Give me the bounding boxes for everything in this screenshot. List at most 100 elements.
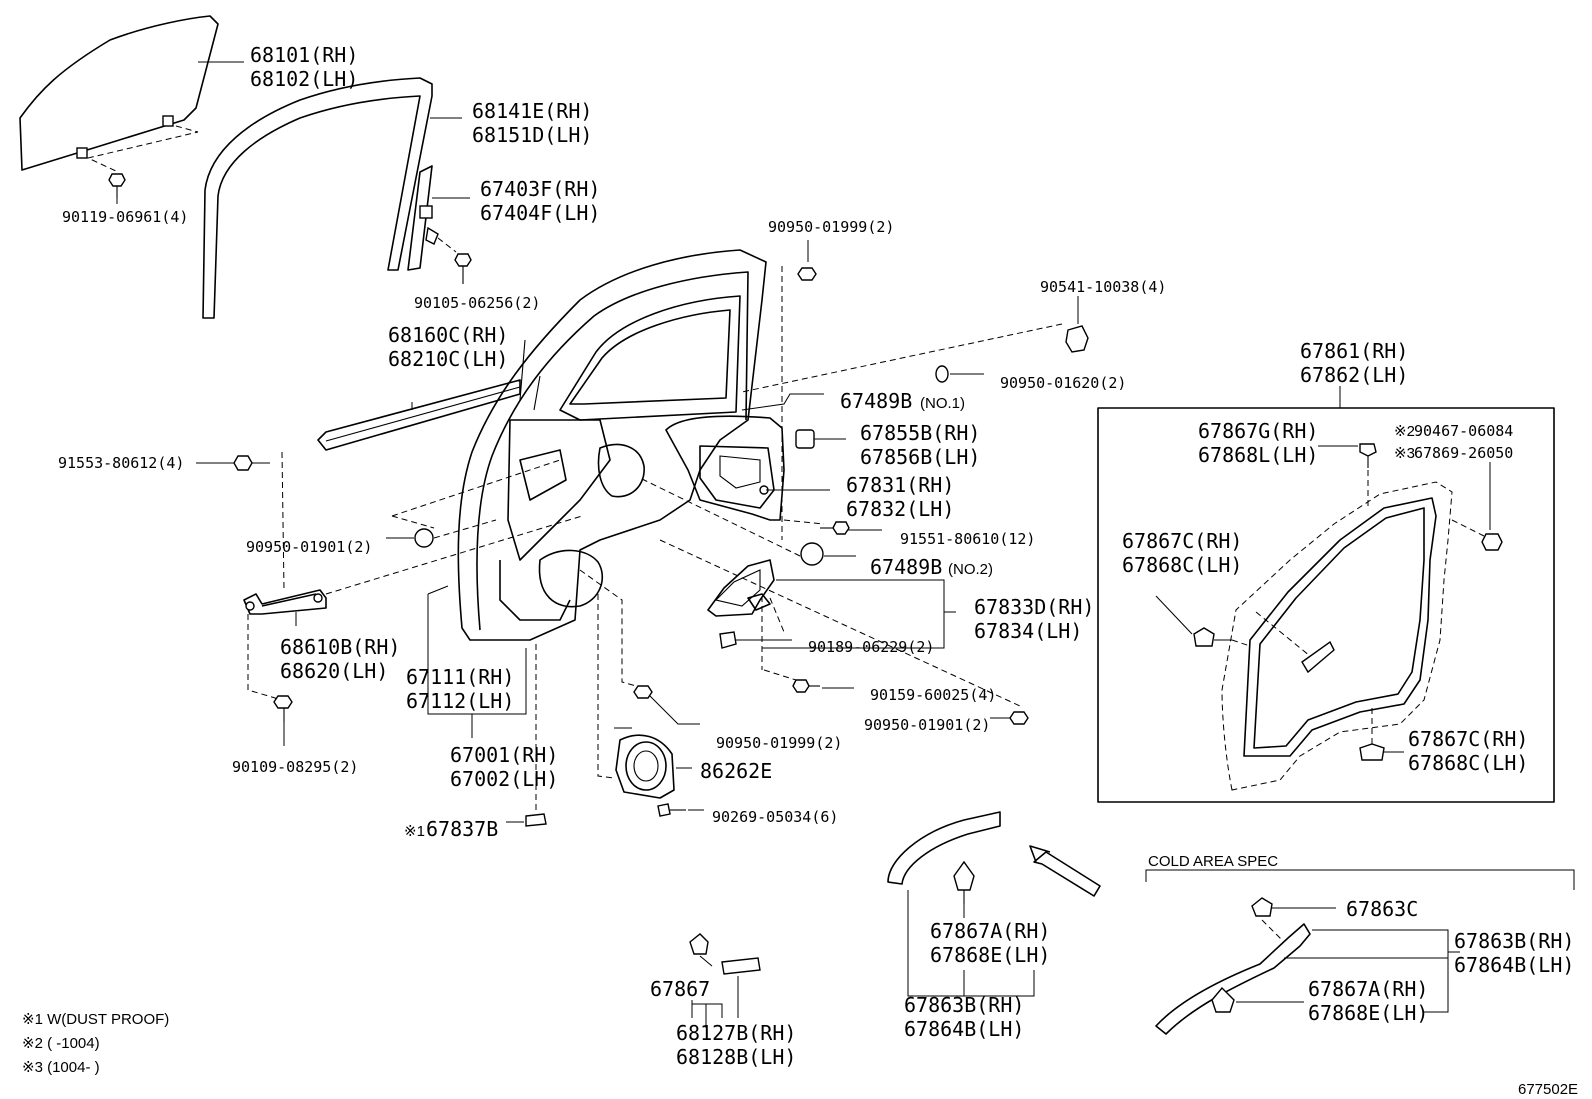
label-67869-26050: 67869-26050 xyxy=(1414,444,1513,462)
label-86262: 86262E xyxy=(700,759,772,783)
label-68127: 68127B(RH) xyxy=(676,1021,796,1045)
label-67862: 67862(LH) xyxy=(1300,363,1408,387)
grommet-90950-01901-left xyxy=(414,528,434,548)
label-90950-01901-left: 90950-01901(2) xyxy=(246,538,372,556)
label-67855: 67855B(RH) xyxy=(860,421,980,445)
label-note3-mark: ※3 xyxy=(1394,445,1415,462)
label-90950-01620: 90950-01620(2) xyxy=(1000,374,1126,392)
label-90467: 90467-06084 xyxy=(1414,422,1513,440)
label-67863b-cold: 67863B(RH) xyxy=(1454,929,1574,953)
clip-67867g xyxy=(1359,443,1377,468)
label-68620: 68620(LH) xyxy=(280,659,388,683)
clip-67867a xyxy=(953,860,975,904)
label-cold-area-spec: COLD AREA SPEC xyxy=(1148,853,1278,870)
clip-67869-26050 xyxy=(1481,533,1503,551)
label-67112: 67112(LH) xyxy=(406,689,514,713)
clip-67867 xyxy=(689,933,709,955)
label-no2: (NO.2) xyxy=(948,561,993,578)
label-67867a: 67867A(RH) xyxy=(930,919,1050,943)
cap-67837 xyxy=(525,813,547,827)
label-67868c-bottom: 67868C(LH) xyxy=(1408,751,1528,775)
label-67404: 67404F(LH) xyxy=(480,201,600,225)
label-90541: 90541-10038(4) xyxy=(1040,278,1166,296)
label-67403: 67403F(RH) xyxy=(480,177,600,201)
hole-plug-67489-no2 xyxy=(800,542,824,566)
run-channel-part xyxy=(202,77,433,319)
pad-68127 xyxy=(721,957,761,975)
label-90119: 90119-06961(4) xyxy=(62,208,188,226)
note-2: ※2 ( -1004) xyxy=(22,1035,100,1052)
bolt-91553 xyxy=(233,455,270,471)
label-68151: 68151D(LH) xyxy=(472,123,592,147)
belt-moulding-part xyxy=(317,379,521,451)
corner-moulding-part xyxy=(887,811,1001,885)
lower-sash-part xyxy=(407,165,439,271)
label-67863b: 67863B(RH) xyxy=(904,993,1024,1017)
label-67868c-left: 67868C(LH) xyxy=(1122,553,1242,577)
label-67868e-cold: 67868E(LH) xyxy=(1308,1001,1428,1025)
label-67864b: 67864B(LH) xyxy=(904,1017,1024,1041)
label-68210: 68210C(LH) xyxy=(388,347,508,371)
door-panel-part xyxy=(457,249,767,641)
label-90159: 90159-60025(4) xyxy=(870,686,996,704)
label-90950-01999-top: 90950-01999(2) xyxy=(768,218,894,236)
door-glass-part xyxy=(19,15,219,171)
label-67867c-left: 67867C(RH) xyxy=(1122,529,1242,553)
label-67834: 67834(LH) xyxy=(974,619,1082,643)
label-68101: 68101(RH) xyxy=(250,43,358,67)
label-68610: 68610B(RH) xyxy=(280,635,400,659)
nut-90950-01999-lower xyxy=(633,685,653,699)
speaker-part xyxy=(614,727,675,799)
label-67489-no1: 67489B xyxy=(840,389,912,413)
bolt-90105 xyxy=(454,253,472,284)
note-1: ※1 W(DUST PROOF) xyxy=(22,1011,169,1028)
grommet-90541 xyxy=(1065,325,1089,353)
label-67868e: 67868E(LH) xyxy=(930,943,1050,967)
label-67867: 67867 xyxy=(650,977,710,1001)
label-67864b-cold: 67864B(LH) xyxy=(1454,953,1574,977)
clip-90189 xyxy=(719,631,737,649)
label-67001: 67001(RH) xyxy=(450,743,558,767)
label-90269: 90269-05034(6) xyxy=(712,808,838,826)
screw-91551 xyxy=(820,521,850,535)
bolt-90109 xyxy=(273,695,293,722)
label-68102: 68102(LH) xyxy=(250,67,358,91)
label-90189: 90189-06229(2) xyxy=(808,638,934,656)
label-67867g: 67867G(RH) xyxy=(1198,419,1318,443)
label-68128: 68128B(LH) xyxy=(676,1045,796,1069)
label-67832: 67832(LH) xyxy=(846,497,954,521)
cold-area-strip-part xyxy=(1155,923,1311,1035)
label-90109: 90109-08295(2) xyxy=(232,758,358,776)
weatherstrip-detail-box xyxy=(1097,407,1555,803)
label-67111: 67111(RH) xyxy=(406,665,514,689)
screw-90159 xyxy=(792,679,820,693)
clip-67863c xyxy=(1251,897,1273,917)
label-67831: 67831(RH) xyxy=(846,473,954,497)
label-90950-01999-lower: 90950-01999(2) xyxy=(716,734,842,752)
clip-67867a-cold xyxy=(1211,986,1235,1013)
label-67837: 67837B xyxy=(426,817,498,841)
label-67833: 67833D(RH) xyxy=(974,595,1094,619)
label-no1: (NO.1) xyxy=(920,395,965,412)
bolt-90119 xyxy=(108,173,126,198)
weatherstrip-part xyxy=(1221,481,1453,791)
label-68160: 68160C(RH) xyxy=(388,323,508,347)
note-3: ※3 (1004- ) xyxy=(22,1059,100,1076)
lock-cover-67855 xyxy=(795,429,815,449)
inside-handle-part xyxy=(707,559,775,617)
label-67868l: 67868L(LH) xyxy=(1198,443,1318,467)
label-67002: 67002(LH) xyxy=(450,767,558,791)
clip-67867c-left xyxy=(1193,627,1232,647)
label-67489-no2: 67489B xyxy=(870,555,942,579)
label-90105: 90105-06256(2) xyxy=(414,294,540,312)
label-91553: 91553-80612(4) xyxy=(58,454,184,472)
clip-90950-01620 xyxy=(935,365,949,383)
strip-67869j xyxy=(1301,640,1335,674)
label-67867a-cold: 67867A(RH) xyxy=(1308,977,1428,1001)
label-68141: 68141E(RH) xyxy=(472,99,592,123)
label-91551: 91551-80610(12) xyxy=(900,530,1035,548)
label-67867c-bottom: 67867C(RH) xyxy=(1408,727,1528,751)
clip-67867c-bottom xyxy=(1359,743,1385,761)
